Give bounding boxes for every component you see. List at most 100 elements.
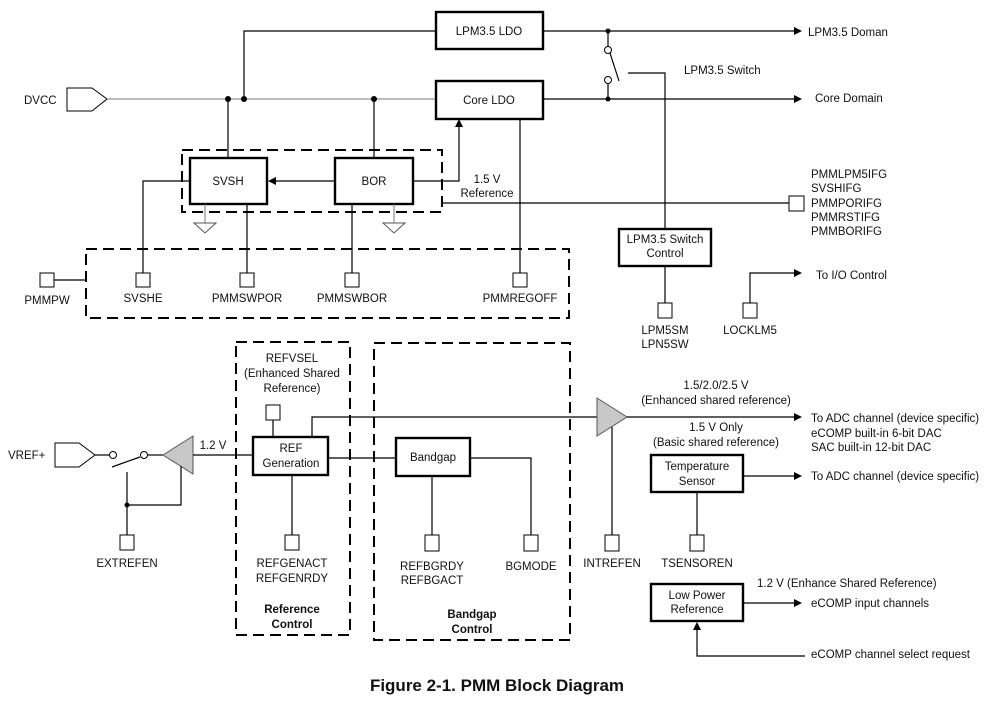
arrow-icon: [268, 177, 276, 185]
core-ldo-block: [434, 79, 545, 121]
core-domain-label: Core Domain: [815, 93, 883, 105]
lpm35-ldo-block: [434, 10, 545, 51]
pmmswpor-label: PMMSWPOR: [212, 293, 282, 305]
svshe-label: SVSHE: [124, 293, 163, 305]
intrefen-label: INTREFEN: [583, 558, 641, 570]
refbg-pin: [424, 534, 440, 552]
lp-ref-label: 1.2 V (Enhance Shared Reference): [757, 578, 937, 590]
switch-contact: [604, 76, 612, 84]
v12-label: 1.2 V: [200, 440, 227, 452]
vref-plus-input-pin: [54, 442, 96, 468]
enhanced-ref-label-1: 1.5/2.0/2.5 V: [683, 380, 749, 392]
flag-pmmporifg: PMMPORIFG: [811, 198, 882, 210]
ref-generation-label-1: REF: [280, 443, 303, 455]
intrefen-pin: [604, 534, 620, 552]
bor-label: BOR: [362, 176, 387, 188]
refgen-label-2: REFGENRDY: [256, 573, 329, 585]
temperature-sensor-block: [649, 453, 745, 494]
vref-plus-label: VREF+: [8, 450, 46, 462]
pmmpw-pin: [39, 272, 55, 288]
ground-icon: [192, 222, 218, 234]
refgen-label-1: REFGENACT: [257, 558, 328, 570]
bor-block: [333, 156, 415, 206]
basic-ref-label-2: (Basic shared reference): [653, 437, 779, 449]
bgmode-pin: [523, 534, 539, 552]
reference-buffer-amplifier-icon: [596, 397, 628, 437]
arrow-icon: [794, 599, 802, 607]
bgmode-label: BGMODE: [505, 561, 556, 573]
svsh-label: SVSH: [212, 176, 243, 188]
lpm35-switch-control-label-1: LPM3.5 Switch: [627, 234, 704, 246]
flags-register-pin: [788, 195, 805, 212]
switch-contact: [140, 451, 148, 459]
lpm35-ldo-supply-wire: [243, 30, 436, 99]
svshe-pin: [135, 272, 151, 288]
bandgap-control-frame: [373, 342, 571, 641]
tsensoren-label: TSENSOREN: [661, 558, 733, 570]
to-io-control-label: To I/O Control: [816, 270, 887, 282]
adc-temp-label: To ADC channel (device specific): [811, 471, 979, 483]
refvsel-label-1: REFVSEL: [266, 353, 319, 365]
switch-control-wire: [628, 72, 666, 229]
refbg-label-1: REFBGRDY: [400, 561, 464, 573]
flag-svshifg: SVSHIFG: [811, 183, 862, 195]
lpm5sm-label-2: LPN5SW: [641, 339, 688, 351]
flag-pmmborifg: PMMBORIFG: [811, 226, 882, 238]
lpm5sm-pin: [657, 302, 673, 319]
junction-dot: [124, 502, 130, 508]
adc-enhanced-label-3: SAC built-in 12-bit DAC: [811, 442, 931, 454]
svshe-wire: [142, 180, 190, 273]
basic-ref-label-1: 1.5 V Only: [689, 422, 743, 434]
low-power-reference-label-1: Low Power: [669, 590, 726, 602]
extrefen-feedback-wire: [127, 466, 182, 506]
flag-pmmlpm5ifg: PMMLPM5IFG: [811, 169, 887, 181]
lpm35-switch-lever: [609, 52, 620, 82]
pmm-control-register-frame: [85, 248, 570, 319]
ref-to-core-ldo-wire: [413, 127, 460, 182]
pmmregoff-label: PMMREGOFF: [483, 293, 558, 305]
switch-contact: [604, 46, 612, 54]
pmmswpor-pin: [239, 272, 255, 288]
flag-pmmrstifg: PMMRSTIFG: [811, 212, 880, 224]
dvcc-input-pin: [66, 87, 108, 112]
ecomp-input-label: eCOMP input channels: [811, 598, 929, 610]
reference-control-title-2: Control: [272, 619, 313, 631]
pmmswbor-label: PMMSWBOR: [317, 293, 387, 305]
ref-15v-label-2: Reference: [460, 188, 513, 200]
ref-to-amp-wire: [311, 416, 597, 437]
extrefen-pin: [119, 534, 135, 551]
lpm35-switch-label: LPM3.5 Switch: [684, 65, 761, 77]
bandgap-block: [394, 436, 472, 478]
bgmode-wire: [470, 457, 532, 535]
arrow-icon: [794, 269, 802, 277]
pmmregoff-pin: [512, 272, 528, 288]
refgen-pin: [284, 534, 300, 551]
ref-15v-label-1: 1.5 V: [474, 174, 501, 186]
ref-generation-label-2: Generation: [263, 458, 320, 470]
ecomp-select-label: eCOMP channel select request: [811, 649, 971, 661]
lpm35-domain-label: LPM3.5 Doman: [808, 27, 888, 39]
refvsel-label-2: (Enhanced Shared: [244, 368, 340, 380]
extrefen-label: EXTREFEN: [96, 558, 157, 570]
locklm5-wire: [749, 272, 794, 303]
tsensoren-pin: [689, 534, 705, 552]
switch-contact: [109, 451, 117, 459]
locklm5-pin: [742, 302, 758, 319]
arrow-icon: [794, 413, 802, 421]
bandgap-label: Bandgap: [410, 452, 456, 464]
temperature-sensor-label-1: Temperature: [665, 461, 730, 473]
ground-icon: [381, 222, 407, 234]
refvsel-pin: [265, 404, 281, 421]
refbg-label-2: REFBGACT: [401, 575, 464, 587]
ref-generation-block: [251, 435, 330, 477]
lpm35-switch-control-label-2: Control: [646, 248, 683, 260]
low-power-reference-label-2: Reference: [670, 604, 723, 616]
lpm35-ldo-label: LPM3.5 LDO: [456, 26, 523, 38]
bandgap-control-title-1: Bandgap: [447, 609, 496, 621]
reference-control-title-1: Reference: [264, 604, 320, 616]
arrow-icon: [794, 95, 802, 103]
arrow-icon: [794, 27, 802, 35]
core-ldo-label: Core LDO: [463, 95, 515, 107]
enhanced-ref-label-2: (Enhanced shared reference): [641, 395, 791, 407]
